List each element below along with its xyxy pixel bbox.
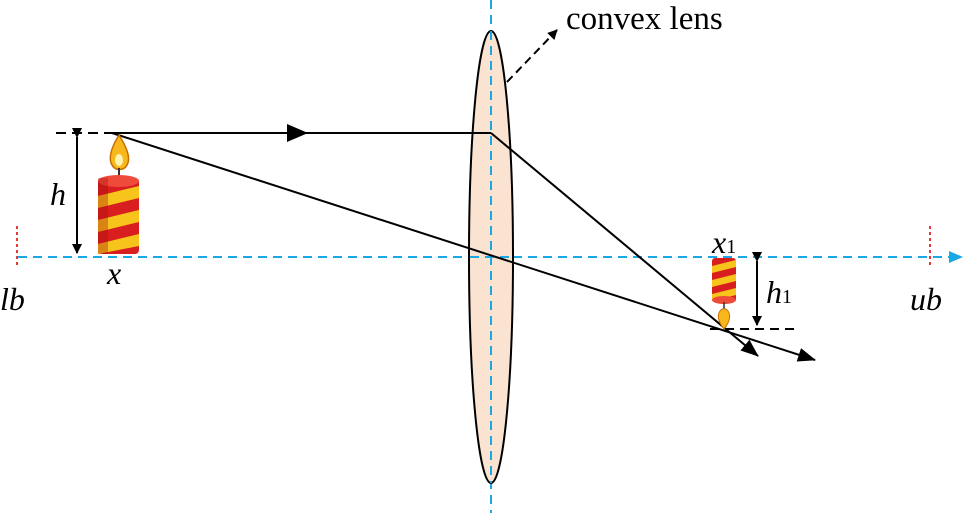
upper-bound-label: ub bbox=[910, 281, 942, 317]
lens-label-pointer bbox=[506, 29, 558, 83]
flame-core-icon bbox=[115, 154, 123, 166]
image-position-label: x1 bbox=[711, 224, 736, 260]
parallel-ray-arrow bbox=[287, 124, 308, 142]
object-height-label: h bbox=[50, 176, 66, 212]
image-height-label: h1 bbox=[766, 274, 792, 310]
candle-top bbox=[98, 175, 139, 187]
image-flame-icon bbox=[717, 308, 731, 330]
central-ray bbox=[111, 132, 816, 362]
image-candle bbox=[712, 258, 736, 330]
lens-label: convex lens bbox=[566, 1, 723, 37]
object-position-label: x bbox=[106, 255, 121, 291]
candle-stripe bbox=[98, 186, 139, 254]
lower-bound-label: lb bbox=[0, 281, 25, 317]
image-candle-stripe bbox=[712, 260, 736, 301]
image-candle-end bbox=[712, 296, 736, 304]
object-candle bbox=[98, 133, 139, 254]
refracted-ray bbox=[490, 132, 759, 357]
candle-shade bbox=[98, 178, 108, 254]
